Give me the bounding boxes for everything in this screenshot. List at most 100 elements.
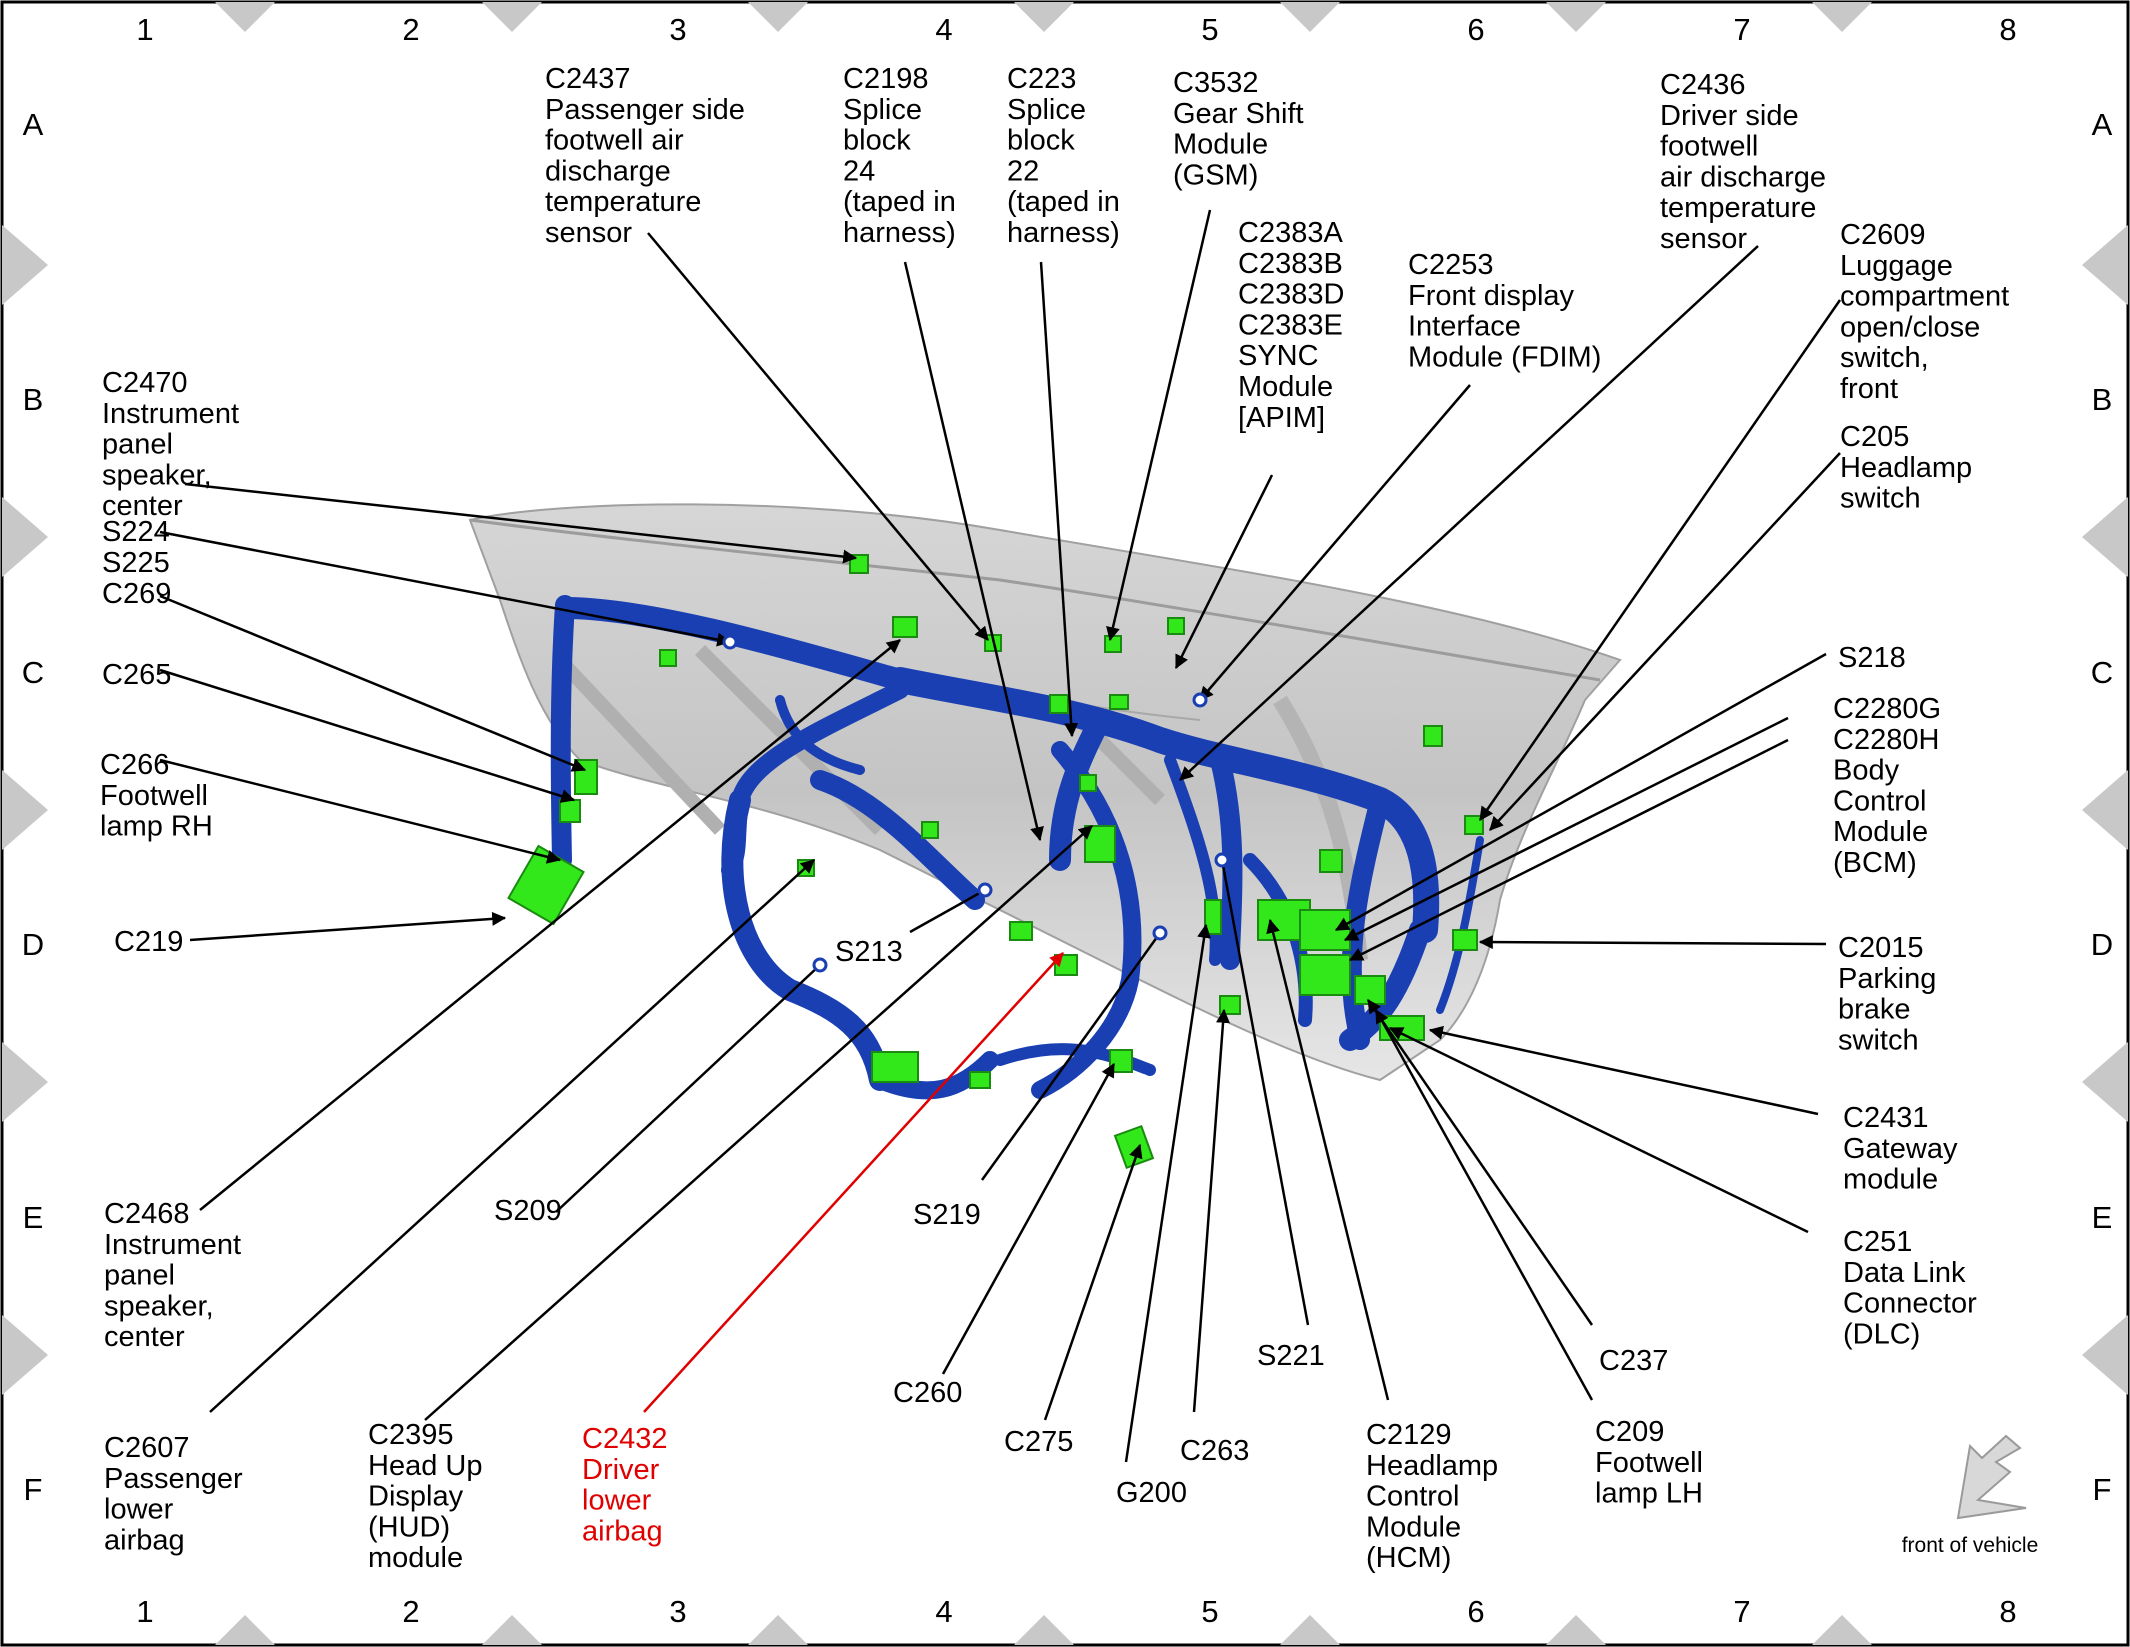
leader-c2280g <box>1343 716 1789 942</box>
grid-column-8-bottom: 8 <box>1999 1594 2016 1629</box>
callout-c2383-line-3: C2383E <box>1238 309 1343 341</box>
leader-c251 <box>1388 1026 1809 1234</box>
grid-column-5-top: 5 <box>1201 12 1218 47</box>
leader-c219 <box>189 911 507 942</box>
callout-c266-line-1: Footwell <box>100 780 208 812</box>
callout-c2015-line-3: switch <box>1838 1024 1919 1056</box>
callout-c269: C269 <box>102 578 171 610</box>
callout-c2015-line-1: Parking <box>1838 963 1936 995</box>
callout-c237-line-0: C237 <box>1599 1345 1668 1377</box>
callout-c2253-line-0: C2253 <box>1408 249 1493 281</box>
arrow-down-left-icon <box>1956 1434 2027 1520</box>
callout-c2198-line-1: Splice <box>843 94 922 126</box>
callout-s213: S213 <box>835 936 903 968</box>
callout-c2436-line-1: Driver side <box>1660 100 1799 132</box>
callout-c251-line-0: C251 <box>1843 1226 1912 1258</box>
callout-c2470-line-4: center <box>102 490 183 522</box>
callout-c2609-line-5: front <box>1840 373 1898 405</box>
callout-c263: C263 <box>1180 1435 1249 1467</box>
callout-c2436-line-4: temperature <box>1660 192 1816 224</box>
callout-c2129-line-2: Control <box>1366 1481 1460 1513</box>
callout-c2395-line-3: (HUD) <box>368 1511 450 1543</box>
callout-c2437-line-4: temperature <box>545 186 701 218</box>
callout-c2383-line-2: C2383D <box>1238 279 1344 311</box>
callout-c266-line-2: lamp RH <box>100 811 213 843</box>
callout-s209: S209 <box>494 1195 562 1227</box>
callout-c205-line-0: C205 <box>1840 421 1909 453</box>
grid-row-D-right: D <box>2091 927 2113 962</box>
leader-c2436 <box>1179 245 1759 781</box>
callout-c223-line-4: (taped in <box>1007 186 1120 218</box>
callout-c2468-line-0: C2468 <box>104 1198 189 1230</box>
leader-c260 <box>941 1062 1116 1375</box>
callout-c209-line-0: C209 <box>1595 1416 1664 1448</box>
callout-c2129-line-3: Module <box>1366 1511 1461 1543</box>
callout-c2280-line-0: C2280G <box>1833 693 1941 725</box>
leader-c205 <box>1489 452 1841 831</box>
callout-c2436-line-0: C2436 <box>1660 69 1745 101</box>
callout-c265: C265 <box>102 659 171 691</box>
callout-g200-line-0: G200 <box>1116 1477 1187 1509</box>
callout-c2129-line-0: C2129 <box>1366 1419 1451 1451</box>
callout-c237: C237 <box>1599 1345 1668 1377</box>
callout-c2015-line-2: brake <box>1838 994 1911 1026</box>
leader-s219 <box>980 932 1162 1181</box>
callout-c209-line-1: Footwell <box>1595 1447 1703 1479</box>
leader-c2198 <box>903 261 1044 842</box>
callout-c2129-line-1: Headlamp <box>1366 1450 1498 1482</box>
grid-row-C-left: C <box>22 655 44 690</box>
leader-c2468 <box>199 639 901 1211</box>
callout-c209-line-2: lamp LH <box>1595 1478 1703 1510</box>
callout-c2432-line-0: C2432 <box>582 1423 667 1455</box>
grid-column-2-bottom: 2 <box>402 1594 419 1629</box>
callout-c2607-line-3: airbag <box>104 1524 185 1556</box>
callout-s218-line-0: S218 <box>1838 642 1906 674</box>
callout-c251-line-3: (DLC) <box>1843 1318 1920 1350</box>
leader-c2280h <box>1348 738 1789 962</box>
callout-c2432-line-1: Driver <box>582 1454 660 1486</box>
callout-c223-line-3: 22 <box>1007 155 1039 187</box>
callout-c2437-line-5: sensor <box>545 217 632 249</box>
callout-c2395-line-2: Display <box>368 1481 464 1513</box>
leader-c263 <box>1192 1008 1231 1413</box>
callout-c2383-line-4: SYNC <box>1238 340 1319 372</box>
leader-c3532 <box>1106 209 1212 642</box>
callout-c2437-line-2: footwell air <box>545 125 684 157</box>
callout-c3532-line-1: Gear Shift <box>1173 98 1304 130</box>
leader-c2383 <box>1174 474 1274 670</box>
callout-s224-line-0: S224 <box>102 516 170 548</box>
callout-c275-line-0: C275 <box>1004 1426 1073 1458</box>
grid-column-4-bottom: 4 <box>935 1594 952 1629</box>
grid-column-7-bottom: 7 <box>1733 1594 1750 1629</box>
callout-c223-line-1: Splice <box>1007 94 1086 126</box>
callout-c223-line-2: block <box>1007 125 1075 157</box>
callout-c2470-line-2: panel <box>102 429 173 461</box>
callout-c251-line-1: Data Link <box>1843 1257 1966 1289</box>
callout-c2432-line-2: lower <box>582 1485 652 1517</box>
callout-c2436-line-5: sensor <box>1660 223 1747 255</box>
callout-s213-line-0: S213 <box>835 936 903 968</box>
callout-s219-line-0: S219 <box>913 1199 981 1231</box>
leader-c2432 <box>643 952 1064 1413</box>
callout-c263-line-0: C263 <box>1180 1435 1249 1467</box>
leader-s218 <box>1334 652 1827 932</box>
callout-c2437-line-1: Passenger side <box>545 94 745 126</box>
callout-c2253-line-3: Module (FDIM) <box>1408 341 1601 373</box>
leader-c2015 <box>1478 935 1827 950</box>
callout-c260-line-0: C260 <box>893 1377 962 1409</box>
callout-c2280-line-3: Control <box>1833 785 1927 817</box>
callout-c2609-line-4: switch, <box>1840 342 1929 374</box>
